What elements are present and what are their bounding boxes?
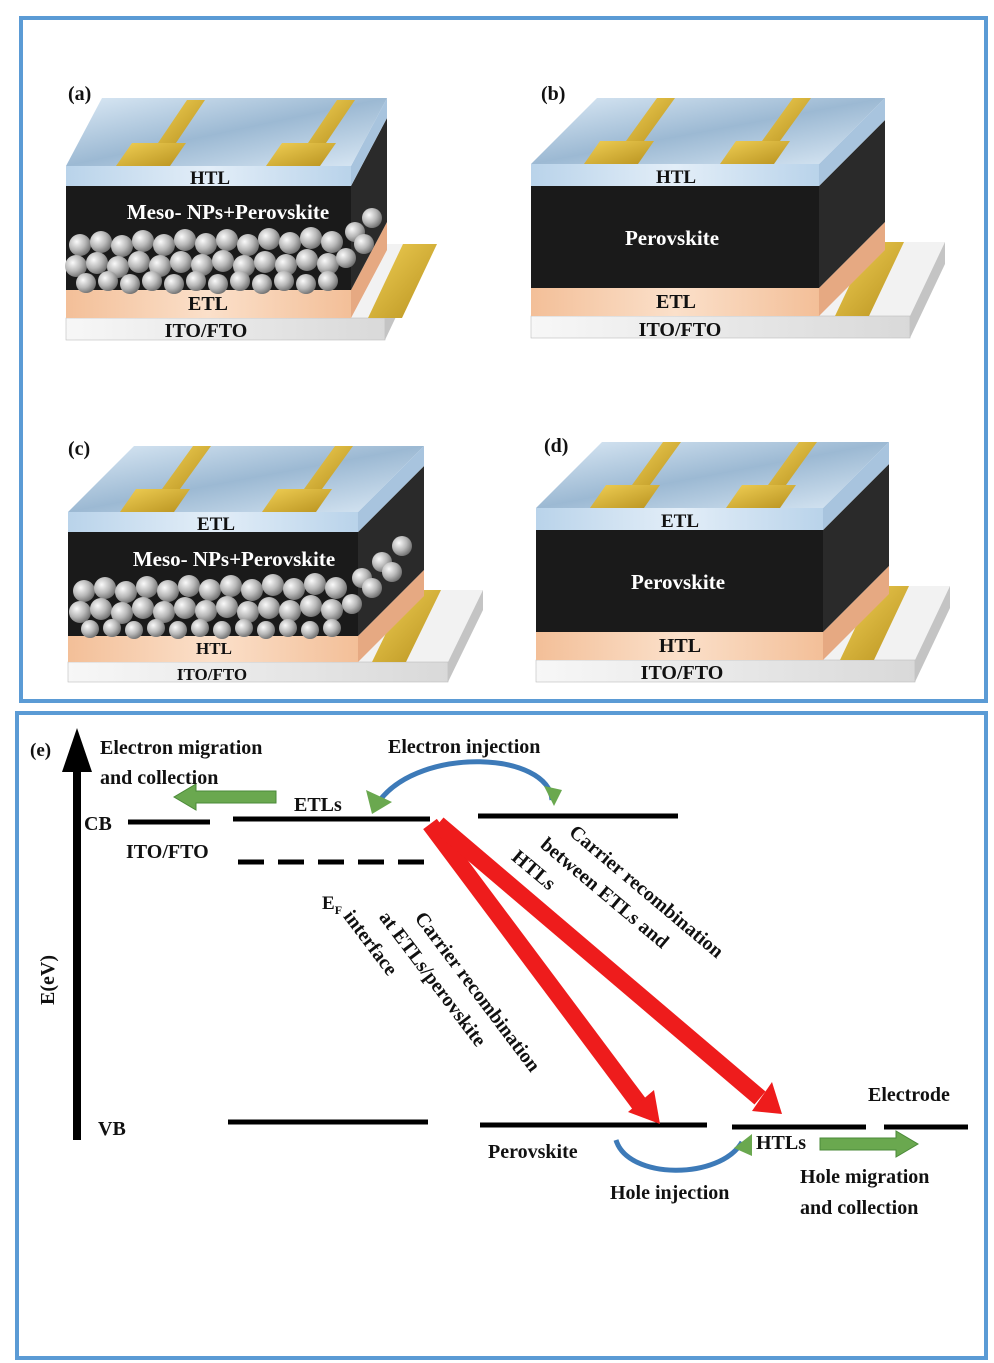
panel-d-bottom-contact bbox=[840, 586, 909, 660]
panel-c-top-label: ETL bbox=[197, 514, 235, 535]
panel-c-bottom-label: HTL bbox=[196, 639, 232, 658]
panel-a: (a) ITO/FTO ETL Meso- NPs+Perovskite HTL bbox=[65, 83, 437, 342]
panel-c-nanoparticles bbox=[69, 536, 412, 639]
panel-c-top-contact-2 bbox=[262, 489, 332, 512]
recombination-arrow-between bbox=[432, 817, 766, 1105]
panel-c-substrate bbox=[67, 661, 449, 683]
panel-a-bottom-contact bbox=[368, 244, 437, 318]
electron-injection-label: Electron injection bbox=[388, 736, 540, 758]
panel-d-label: (d) bbox=[544, 435, 568, 457]
htls-label: HTLs bbox=[756, 1132, 806, 1154]
panel-c-top-layer bbox=[68, 512, 358, 532]
recombination-arrow-interface bbox=[423, 818, 647, 1111]
panel-d-top-contact-1 bbox=[590, 485, 660, 508]
panel-d-substrate-label: ITO/FTO bbox=[641, 662, 724, 684]
cb-label: CB bbox=[84, 813, 112, 835]
panel-b-mid-layer bbox=[531, 186, 819, 288]
panel-c-bottom-layer bbox=[68, 636, 358, 662]
panel-d-substrate bbox=[535, 659, 916, 683]
panel-a-bottom-label: ETL bbox=[188, 293, 228, 315]
hole-injection-arrow bbox=[613, 1139, 745, 1173]
panel-b-top-contact-1 bbox=[584, 141, 654, 164]
panel-b-top-label: HTL bbox=[656, 167, 696, 188]
hole-migration-arrow bbox=[819, 1130, 919, 1158]
panel-b: (b) ITO/FTO ETL Perovskite HTL bbox=[530, 83, 945, 341]
panel-d-mid-label: Perovskite bbox=[631, 570, 725, 594]
panel-e: (e) E(eV) CB VB ITO/FTO EF ETLs Electron… bbox=[30, 728, 968, 1219]
panel-c-label: (c) bbox=[68, 438, 90, 460]
hole-injection-label: Hole injection bbox=[610, 1182, 729, 1204]
panel-a-label: (a) bbox=[68, 83, 91, 105]
panel-a-top-layer bbox=[66, 166, 351, 186]
panel-d-top-label: ETL bbox=[661, 511, 699, 532]
bottom-frame bbox=[15, 711, 988, 1360]
recombination-interface-label: Carrier recombination at ETLs/perovskite… bbox=[339, 906, 545, 1076]
panel-b-mid-label: Perovskite bbox=[625, 226, 719, 250]
panel-d-bottom-label: HTL bbox=[659, 635, 701, 657]
electron-injection-arrow bbox=[378, 759, 555, 802]
panel-c-top-contact-1 bbox=[120, 489, 190, 512]
panel-a-top-label: HTL bbox=[190, 168, 230, 189]
panel-b-top-contact-2 bbox=[720, 141, 790, 164]
panel-a-substrate-label: ITO/FTO bbox=[165, 320, 248, 342]
panel-d-top-contact-2 bbox=[726, 485, 796, 508]
panel-e-label: (e) bbox=[30, 740, 51, 761]
panel-d-mid-layer bbox=[536, 530, 823, 632]
panel-d-bottom-layer bbox=[536, 632, 823, 660]
vb-label: VB bbox=[98, 1118, 126, 1140]
panel-b-bottom-contact bbox=[835, 242, 904, 316]
energy-axis-label: E(eV) bbox=[37, 955, 59, 1005]
panel-b-label: (b) bbox=[541, 83, 565, 105]
panel-c-mid-label: Meso- NPs+Perovskite bbox=[133, 547, 335, 571]
hole-migration-label: Hole migration and collection bbox=[800, 1166, 934, 1219]
panel-a-nanoparticles bbox=[65, 208, 382, 294]
perovskite-label: Perovskite bbox=[488, 1141, 578, 1163]
etls-label: ETLs bbox=[294, 794, 342, 816]
panel-d: (d) ITO/FTO HTL Perovskite ETL bbox=[535, 435, 950, 684]
panel-a-top-contact-2 bbox=[266, 143, 336, 166]
electron-migration-arrow bbox=[173, 783, 277, 811]
ito-fto-label: ITO/FTO bbox=[126, 841, 209, 863]
panel-a-bottom-layer bbox=[66, 290, 351, 318]
panel-d-top-layer bbox=[536, 508, 823, 530]
panel-c-substrate-label: ITO/FTO bbox=[177, 665, 247, 684]
panel-a-top-contact-1 bbox=[116, 143, 186, 166]
electron-migration-label: Electron migration and collection bbox=[100, 737, 267, 789]
energy-axis-arrowhead bbox=[62, 728, 92, 772]
electrode-label: Electrode bbox=[868, 1084, 950, 1106]
panel-b-bottom-label: ETL bbox=[656, 291, 696, 313]
panel-b-top-layer bbox=[531, 164, 819, 186]
panel-c-bottom-contact bbox=[372, 590, 441, 662]
panel-b-substrate-label: ITO/FTO bbox=[639, 319, 722, 341]
panel-c: (c) ITO/FTO HTL Meso- NPs+Perovskite ETL bbox=[67, 438, 483, 684]
fermi-level-label: EF bbox=[322, 893, 342, 917]
panel-b-bottom-layer bbox=[531, 288, 819, 316]
top-frame bbox=[19, 16, 988, 703]
panel-a-mid-label: Meso- NPs+Perovskite bbox=[127, 200, 329, 224]
